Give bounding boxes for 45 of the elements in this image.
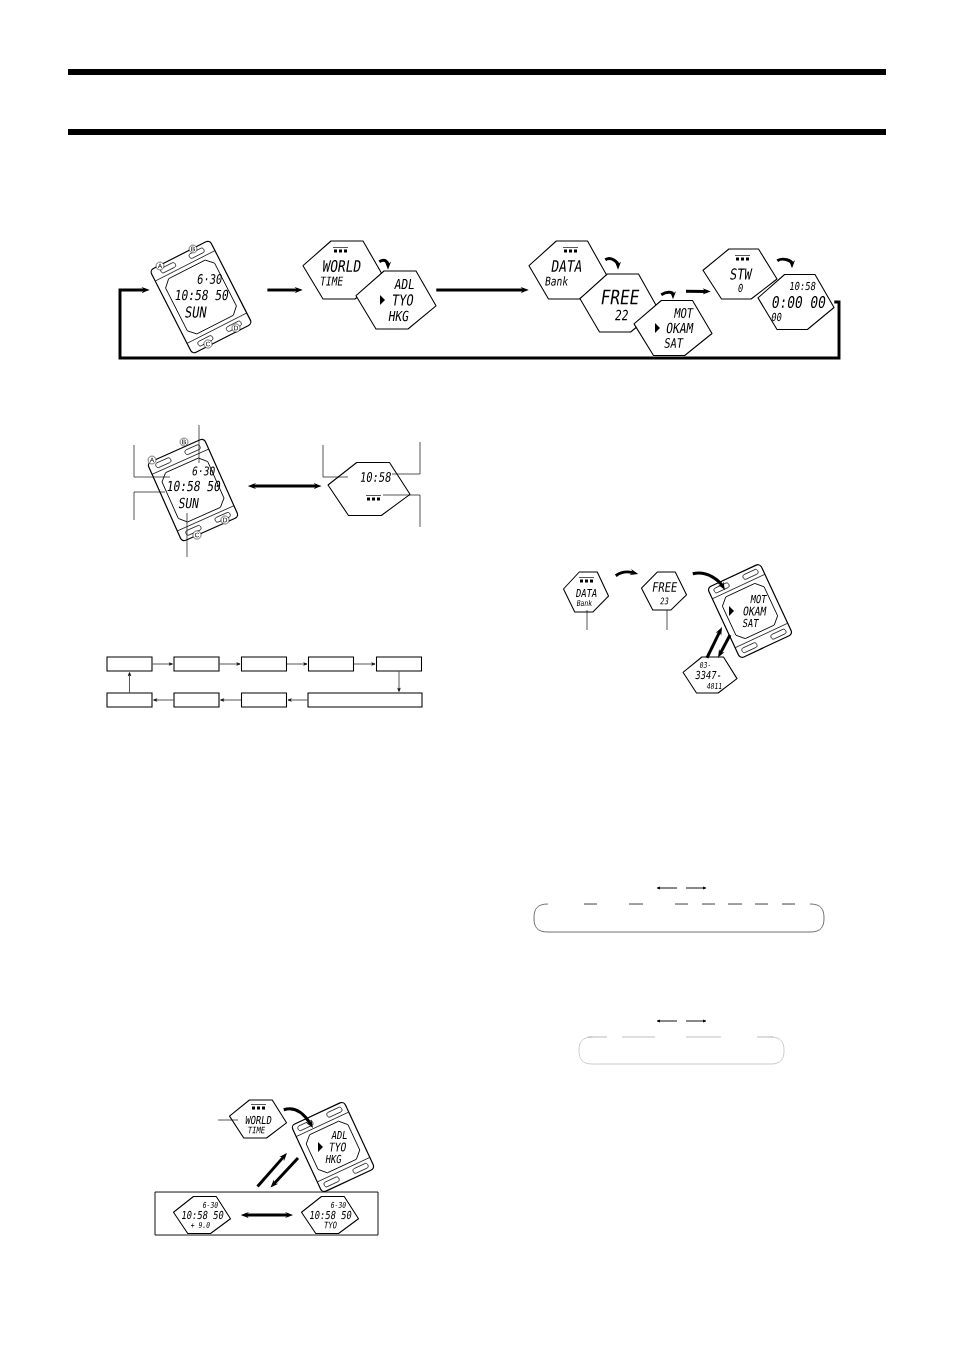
- leader-line: [133, 444, 171, 478]
- leader-line: [217, 1119, 239, 1121]
- arrow: [127, 672, 132, 693]
- process-box: [307, 656, 355, 672]
- leader-line: [666, 609, 668, 631]
- arrow: [152, 662, 173, 666]
- lcd-display: FREE 22: [579, 273, 659, 333]
- leader-line: [186, 512, 188, 558]
- process-box: [375, 656, 423, 672]
- lcd-display: 10:58 0:00 00 00: [757, 273, 835, 331]
- arrow: [692, 571, 725, 590]
- leader-line: [391, 441, 421, 475]
- leader-line: [133, 491, 166, 521]
- lcd-display: DATA Bank: [562, 571, 610, 613]
- arrow: [286, 662, 308, 666]
- process-box: [173, 656, 220, 672]
- lcd-display: 03- 3347- 4811: [682, 656, 738, 694]
- lcd-display: WORLD TIME: [228, 1099, 288, 1139]
- lcd-display: 10:58: [327, 461, 411, 517]
- process-box: [240, 656, 288, 672]
- process-box: [106, 692, 153, 708]
- leader-line: [586, 609, 588, 631]
- arrow: [220, 698, 242, 702]
- leader-line: [322, 444, 349, 478]
- process-box: [173, 692, 220, 708]
- lcd-display: FREE 23: [640, 571, 688, 611]
- frame-box: [154, 1191, 379, 1236]
- arrow: [219, 662, 241, 666]
- arrow: [397, 671, 401, 692]
- lcd-display: 6-30 10:58 50 + 9.0: [172, 1195, 232, 1235]
- arrow: [353, 662, 376, 666]
- watch-drawing: ADL TYO HKG: [291, 1101, 375, 1193]
- arrow: [118, 286, 841, 360]
- process-box: [106, 656, 153, 672]
- arrow: [283, 1107, 313, 1128]
- arrow: [153, 698, 174, 702]
- process-box: [240, 692, 288, 708]
- arrow: [287, 698, 308, 702]
- arrow: [256, 1153, 287, 1188]
- lcd-display: 6-30 10:58 50 TYO: [300, 1195, 360, 1235]
- watch-drawing: MOT OKAM SAT: [707, 564, 793, 658]
- leader-line: [198, 424, 200, 464]
- process-box: [307, 692, 423, 708]
- lcd-display: WORLD TIME: [302, 240, 384, 300]
- leader-line: [382, 494, 421, 528]
